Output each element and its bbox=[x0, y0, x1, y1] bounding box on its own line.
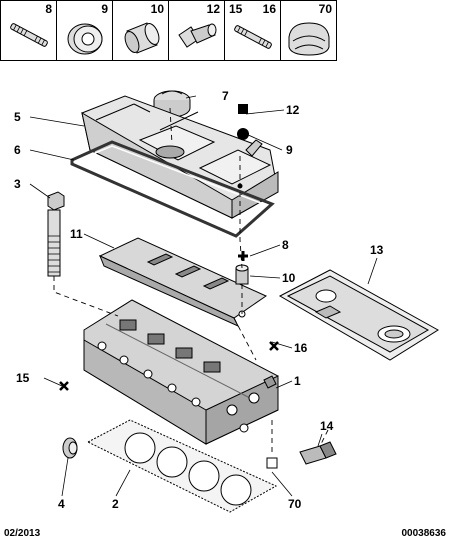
cylinder-head[interactable] bbox=[83, 299, 279, 445]
legend-number: 70 bbox=[318, 2, 332, 16]
baffle-plate[interactable] bbox=[98, 237, 268, 328]
legend-cell-15-16[interactable]: 15 16 bbox=[224, 0, 281, 61]
callout-2: 2 bbox=[112, 497, 119, 511]
callout-16: 16 bbox=[294, 341, 308, 355]
cross-marker-icon bbox=[269, 341, 279, 351]
seal-ring-icon bbox=[67, 23, 103, 55]
cross-marker-icon bbox=[59, 381, 69, 391]
cover-gasket[interactable] bbox=[70, 140, 275, 238]
square-marker-icon bbox=[238, 104, 248, 114]
legend-cell-8[interactable]: 8 bbox=[0, 0, 57, 61]
legend-number: 8 bbox=[45, 2, 52, 16]
callout-13: 13 bbox=[370, 243, 384, 257]
gasket-plate[interactable] bbox=[278, 269, 439, 361]
legend-number: 15 bbox=[229, 2, 243, 16]
callout-3: 3 bbox=[14, 177, 21, 191]
sealing-plug[interactable] bbox=[62, 437, 78, 459]
legend-cell-10[interactable]: 10 bbox=[112, 0, 169, 61]
legend-number: 10 bbox=[150, 2, 164, 16]
cylinder-head-bolt[interactable] bbox=[47, 191, 65, 277]
stud-icon bbox=[234, 25, 272, 49]
legend-number: 12 bbox=[206, 2, 220, 16]
callout-7: 7 bbox=[222, 89, 229, 103]
callout-12: 12 bbox=[286, 103, 300, 117]
footer-date: 02/2013 bbox=[4, 528, 41, 539]
empty-square-marker-icon bbox=[266, 457, 278, 469]
callout-5: 5 bbox=[14, 110, 21, 124]
callout-10: 10 bbox=[282, 271, 296, 285]
callout-70: 70 bbox=[288, 497, 302, 511]
callout-11: 11 bbox=[70, 227, 83, 241]
legend-cell-9[interactable]: 9 bbox=[56, 0, 113, 61]
exploded-diagram: 5 6 3 11 7 12 9 8 10 13 16 15 1 14 4 2 7… bbox=[14, 89, 439, 513]
callout-14: 14 bbox=[320, 419, 334, 433]
callout-15: 15 bbox=[16, 371, 30, 385]
callout-8: 8 bbox=[282, 238, 289, 252]
circle-marker-icon bbox=[237, 128, 249, 140]
legend-number: 9 bbox=[101, 2, 108, 16]
callout-9: 9 bbox=[286, 143, 293, 157]
bushing-icon bbox=[124, 22, 160, 54]
stud-icon bbox=[10, 23, 48, 47]
plus-marker-icon bbox=[238, 251, 248, 261]
callout-6: 6 bbox=[14, 143, 21, 157]
head-gasket[interactable] bbox=[86, 419, 278, 513]
legend-number: 16 bbox=[262, 2, 276, 16]
callout-1: 1 bbox=[294, 374, 301, 388]
temperature-sensor[interactable] bbox=[299, 441, 337, 465]
clip-sleeve-icon bbox=[288, 22, 330, 56]
legend-cell-12[interactable]: 12 bbox=[168, 0, 225, 61]
legend-cell-70[interactable]: 70 bbox=[280, 0, 337, 61]
callout-4: 4 bbox=[58, 497, 65, 511]
plug-bolt-icon bbox=[178, 23, 217, 48]
footer-reference: 00038636 bbox=[401, 528, 447, 539]
parts-legend: 8 9 10 12 15 bbox=[0, 0, 450, 62]
